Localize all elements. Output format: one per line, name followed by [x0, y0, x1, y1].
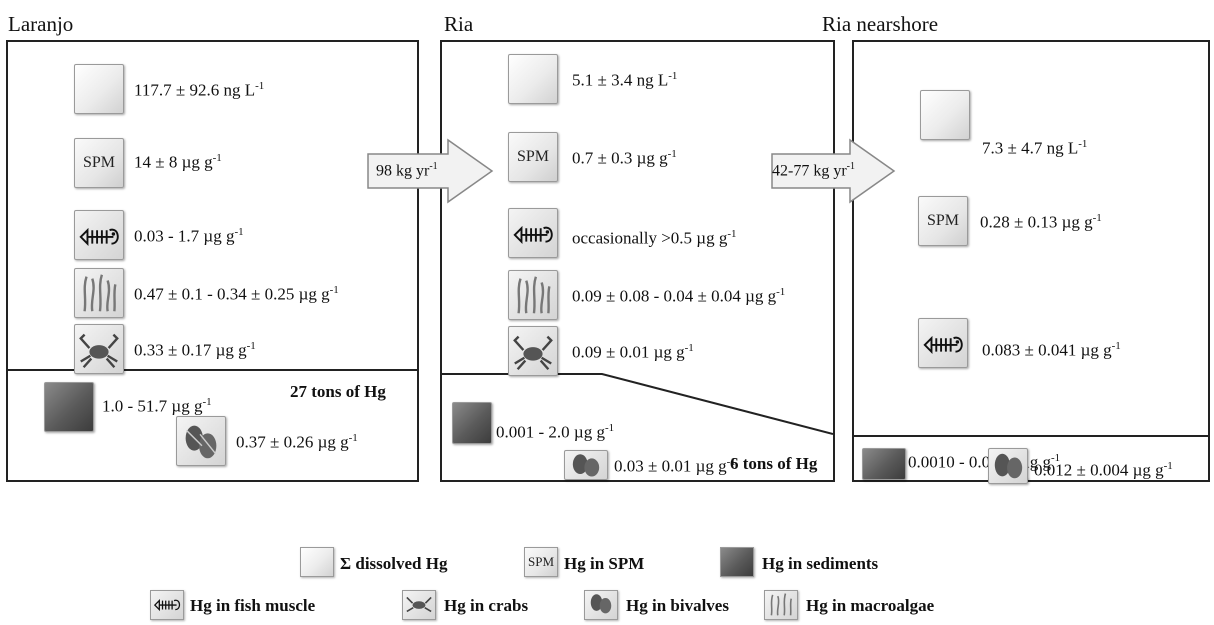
macroalgae-icon: [508, 270, 558, 320]
bivalves-icon: [176, 416, 226, 466]
tons-of-hg: 6 tons of Hg: [730, 454, 818, 473]
panel-title-ria: Ria: [444, 12, 474, 36]
legend-bivalves-icon: [584, 590, 618, 620]
sediment-divider: [8, 369, 417, 371]
flux-arrow-laranjo-ria: [367, 138, 494, 204]
macroalgae-value: 0.47 ± 0.1 - 0.34 ± 0.25 µg g-1: [134, 284, 339, 304]
panel-title-nearshore: Ria nearshore: [822, 12, 939, 36]
panel-laranjo: 117.7 ± 92.6 ng L-1 SPM 14 ± 8 µg g-1 0.…: [6, 40, 419, 482]
legend-macroalgae: Hg in macroalgae: [806, 596, 935, 615]
fish-icon: [918, 318, 968, 368]
crab-value: 0.09 ± 0.01 µg g-1: [572, 342, 694, 362]
tons-of-hg: 27 tons of Hg: [290, 382, 386, 401]
crab-value: 0.33 ± 0.17 µg g-1: [134, 340, 256, 360]
panel-title-laranjo: Laranjo: [8, 12, 74, 36]
dissolved-value: 7.3 ± 4.7 ng L-1: [982, 138, 1088, 158]
crab-icon: [74, 324, 124, 374]
bivalves-icon: [988, 448, 1028, 484]
bivalves-value: 0.03 ± 0.01 µg g-1: [614, 456, 736, 476]
spm-value: 14 ± 8 µg g-1: [134, 152, 222, 172]
dissolved-hg-icon: [920, 90, 970, 140]
fish-icon: [508, 208, 558, 258]
legend-fish-icon: [150, 590, 184, 620]
panel-ria: 5.1 ± 3.4 ng L-1 SPM 0.7 ± 0.3 µg g-1 oc…: [440, 40, 835, 482]
legend-spm: Hg in SPM: [564, 554, 645, 573]
legend-macroalgae-icon: [764, 590, 798, 620]
bivalves-value-nearshore: 0.012 ± 0.004 µg g-1: [1034, 460, 1173, 480]
fish-value: occasionally >0.5 µg g-1: [572, 228, 737, 248]
crab-icon: [508, 326, 558, 376]
legend-bivalves: Hg in bivalves: [626, 596, 729, 615]
sediments-value: 1.0 - 51.7 µg g-1: [102, 396, 212, 416]
spm-icon: SPM: [918, 196, 968, 246]
fish-icon: [74, 210, 124, 260]
sediments-icon: [452, 402, 492, 444]
legend-dissolved: Σ dissolved Hg: [340, 554, 448, 573]
sediment-divider: [854, 435, 1208, 437]
legend-fish: Hg in fish muscle: [190, 596, 316, 615]
flux-arrow-ria-nearshore: [771, 138, 896, 204]
dissolved-value: 5.1 ± 3.4 ng L-1: [572, 70, 678, 90]
legend-crabs: Hg in crabs: [444, 596, 529, 615]
legend-spm-icon: SPM: [524, 547, 558, 577]
dissolved-hg-icon: [508, 54, 558, 104]
sediments-value: 0.001 - 2.0 µg g-1: [496, 422, 615, 442]
legend-sediments: Hg in sediments: [762, 554, 879, 573]
macroalgae-value: 0.09 ± 0.08 - 0.04 ± 0.04 µg g-1: [572, 286, 786, 306]
legend-crab-icon: [402, 590, 436, 620]
flux-label-2: 42-77 kg yr-1: [772, 161, 855, 180]
spm-icon: SPM: [74, 138, 124, 188]
macroalgae-icon: [74, 268, 124, 318]
bivalves-value: 0.37 ± 0.26 µg g-1: [236, 432, 358, 452]
spm-value: 0.7 ± 0.3 µg g-1: [572, 148, 677, 168]
sediments-icon: [862, 448, 906, 480]
bivalves-icon: [564, 450, 608, 480]
legend-dissolved-icon: [300, 547, 334, 577]
spm-icon: SPM: [508, 132, 558, 182]
fish-value: 0.03 - 1.7 µg g-1: [134, 226, 244, 246]
spm-value: 0.28 ± 0.13 µg g-1: [980, 212, 1102, 232]
flux-label-1: 98 kg yr-1: [376, 161, 438, 180]
sediment-divider: [442, 373, 833, 435]
dissolved-value: 117.7 ± 92.6 ng L-1: [134, 80, 265, 100]
dissolved-hg-icon: [74, 64, 124, 114]
legend-sediments-icon: [720, 547, 754, 577]
panel-nearshore: 7.3 ± 4.7 ng L-1 SPM 0.28 ± 0.13 µg g-1 …: [852, 40, 1210, 482]
fish-value: 0.083 ± 0.041 µg g-1: [982, 340, 1121, 360]
sediments-icon: [44, 382, 94, 432]
